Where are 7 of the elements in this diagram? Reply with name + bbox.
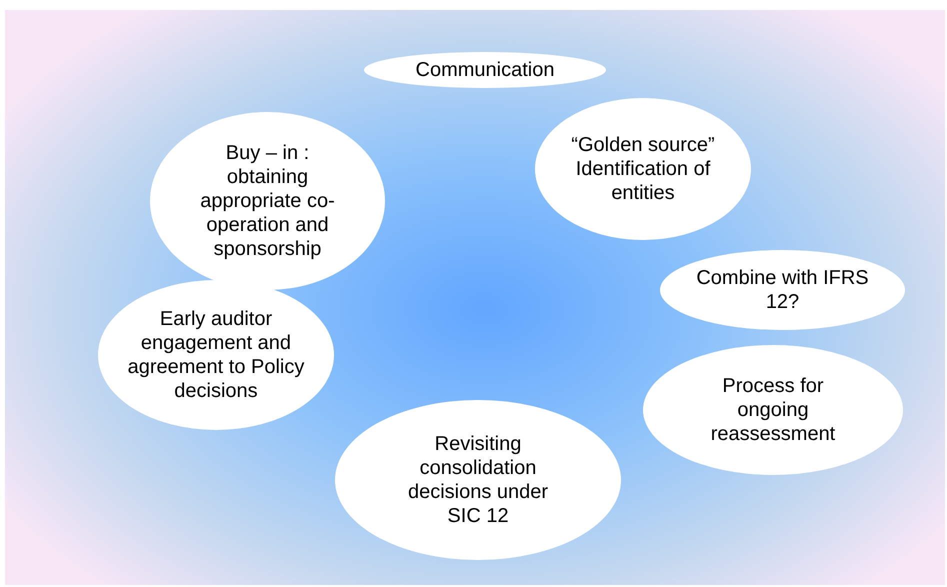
- ellipse-label: Combine with IFRS 12?: [695, 266, 870, 314]
- ellipse-label: Revisiting consolidation decisions under SIC 12: [406, 432, 550, 528]
- ellipse-label: Process for ongoing reassessment: [710, 374, 836, 446]
- ellipse-label: Early auditor engagement and agreement to Policy decisions: [126, 307, 306, 403]
- ellipse-label: Buy – in : obtaining appropriate co-operation and sponsorship: [199, 141, 336, 261]
- ellipse-label: Communication: [416, 58, 554, 82]
- ellipse-label: “Golden source” Identification of entities: [570, 133, 716, 205]
